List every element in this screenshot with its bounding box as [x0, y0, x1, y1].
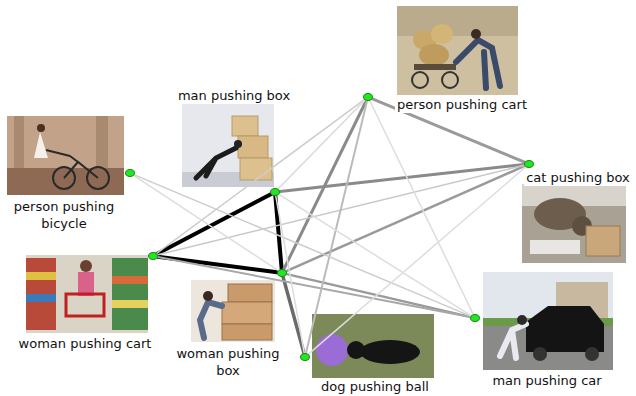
column	[14, 116, 24, 168]
photo	[26, 255, 148, 333]
person	[37, 124, 45, 132]
box	[228, 284, 272, 302]
graph-dot: dog pushing ball	[300, 353, 310, 361]
photo-wall	[191, 280, 275, 342]
photo-floor	[7, 168, 124, 195]
similarity-link	[284, 101, 366, 270]
graph-dot: man pushing car	[470, 314, 480, 322]
photo-ground	[312, 314, 434, 378]
similarity-link	[134, 176, 278, 271]
dog	[360, 340, 420, 364]
photo-wall	[397, 6, 518, 36]
ball	[316, 334, 348, 366]
woman	[203, 291, 213, 301]
shelf	[26, 258, 56, 330]
shelf	[112, 258, 148, 330]
man	[517, 315, 527, 325]
box	[222, 302, 272, 324]
photo	[191, 280, 275, 342]
caption: woman pushing box	[170, 345, 286, 379]
similarity-link	[134, 175, 470, 316]
graph-dot: woman pushing cart	[148, 252, 158, 260]
shelf	[112, 300, 148, 308]
similarity-link	[275, 196, 281, 269]
column	[96, 116, 108, 168]
box	[586, 226, 620, 256]
box	[238, 136, 268, 158]
graph-dot: person pushing bicycle	[125, 169, 135, 177]
similarity-link	[306, 101, 367, 353]
person	[471, 29, 481, 39]
graph-dot: woman pushing box	[277, 269, 287, 277]
wheel	[412, 72, 428, 88]
similarity-link	[287, 274, 470, 317]
photo	[397, 6, 518, 95]
similarity-link	[286, 166, 524, 271]
photo-ground	[26, 255, 148, 333]
photo-wall	[182, 101, 274, 187]
similarity-link	[278, 100, 365, 189]
photo-ground	[7, 116, 124, 195]
woman	[80, 260, 92, 272]
photo-sky	[483, 272, 613, 370]
similarity-link	[158, 257, 277, 273]
similarity-link	[308, 167, 525, 354]
woman	[78, 272, 94, 296]
sack	[419, 44, 449, 66]
caption: man pushing car	[490, 372, 603, 389]
wheel	[533, 347, 547, 361]
box	[240, 158, 272, 180]
man	[234, 140, 242, 148]
dog	[347, 341, 365, 359]
graph-dot: person pushing cart	[363, 93, 373, 101]
shelf	[26, 294, 56, 302]
bicycle	[46, 150, 98, 178]
person	[34, 132, 48, 158]
similarity-link	[276, 196, 305, 353]
caption: cat pushing box	[524, 169, 632, 186]
similarity-link	[370, 101, 473, 315]
shelf	[112, 276, 148, 284]
similarity-link	[158, 257, 470, 317]
photo	[312, 314, 434, 378]
photo-ground	[522, 184, 626, 263]
wheel	[442, 72, 458, 88]
caption: person pushing cart	[395, 96, 529, 113]
person	[456, 40, 500, 88]
car	[526, 306, 604, 352]
photo	[483, 272, 613, 370]
similarity-link	[283, 277, 304, 353]
caption: man pushing box	[176, 87, 292, 104]
caption: woman pushing cart	[17, 335, 154, 352]
similarity-link	[157, 194, 271, 254]
woman	[200, 302, 222, 338]
wheel	[585, 347, 599, 361]
cart	[414, 64, 456, 70]
man	[196, 148, 236, 178]
photo	[182, 101, 274, 187]
box	[222, 324, 272, 340]
cart	[66, 294, 104, 316]
photo	[522, 184, 626, 263]
paper	[530, 240, 580, 254]
shelf	[26, 272, 56, 280]
photo	[7, 116, 124, 195]
box	[232, 116, 258, 136]
similarity-link	[157, 100, 365, 254]
graph-dot: man pushing box	[270, 188, 280, 196]
sack	[431, 24, 453, 44]
graph-dot: cat pushing box	[524, 160, 534, 168]
caption: dog pushing ball	[319, 378, 431, 395]
caption: person pushing bicycle	[3, 198, 125, 232]
photo-ground	[397, 6, 518, 95]
man	[500, 324, 526, 358]
